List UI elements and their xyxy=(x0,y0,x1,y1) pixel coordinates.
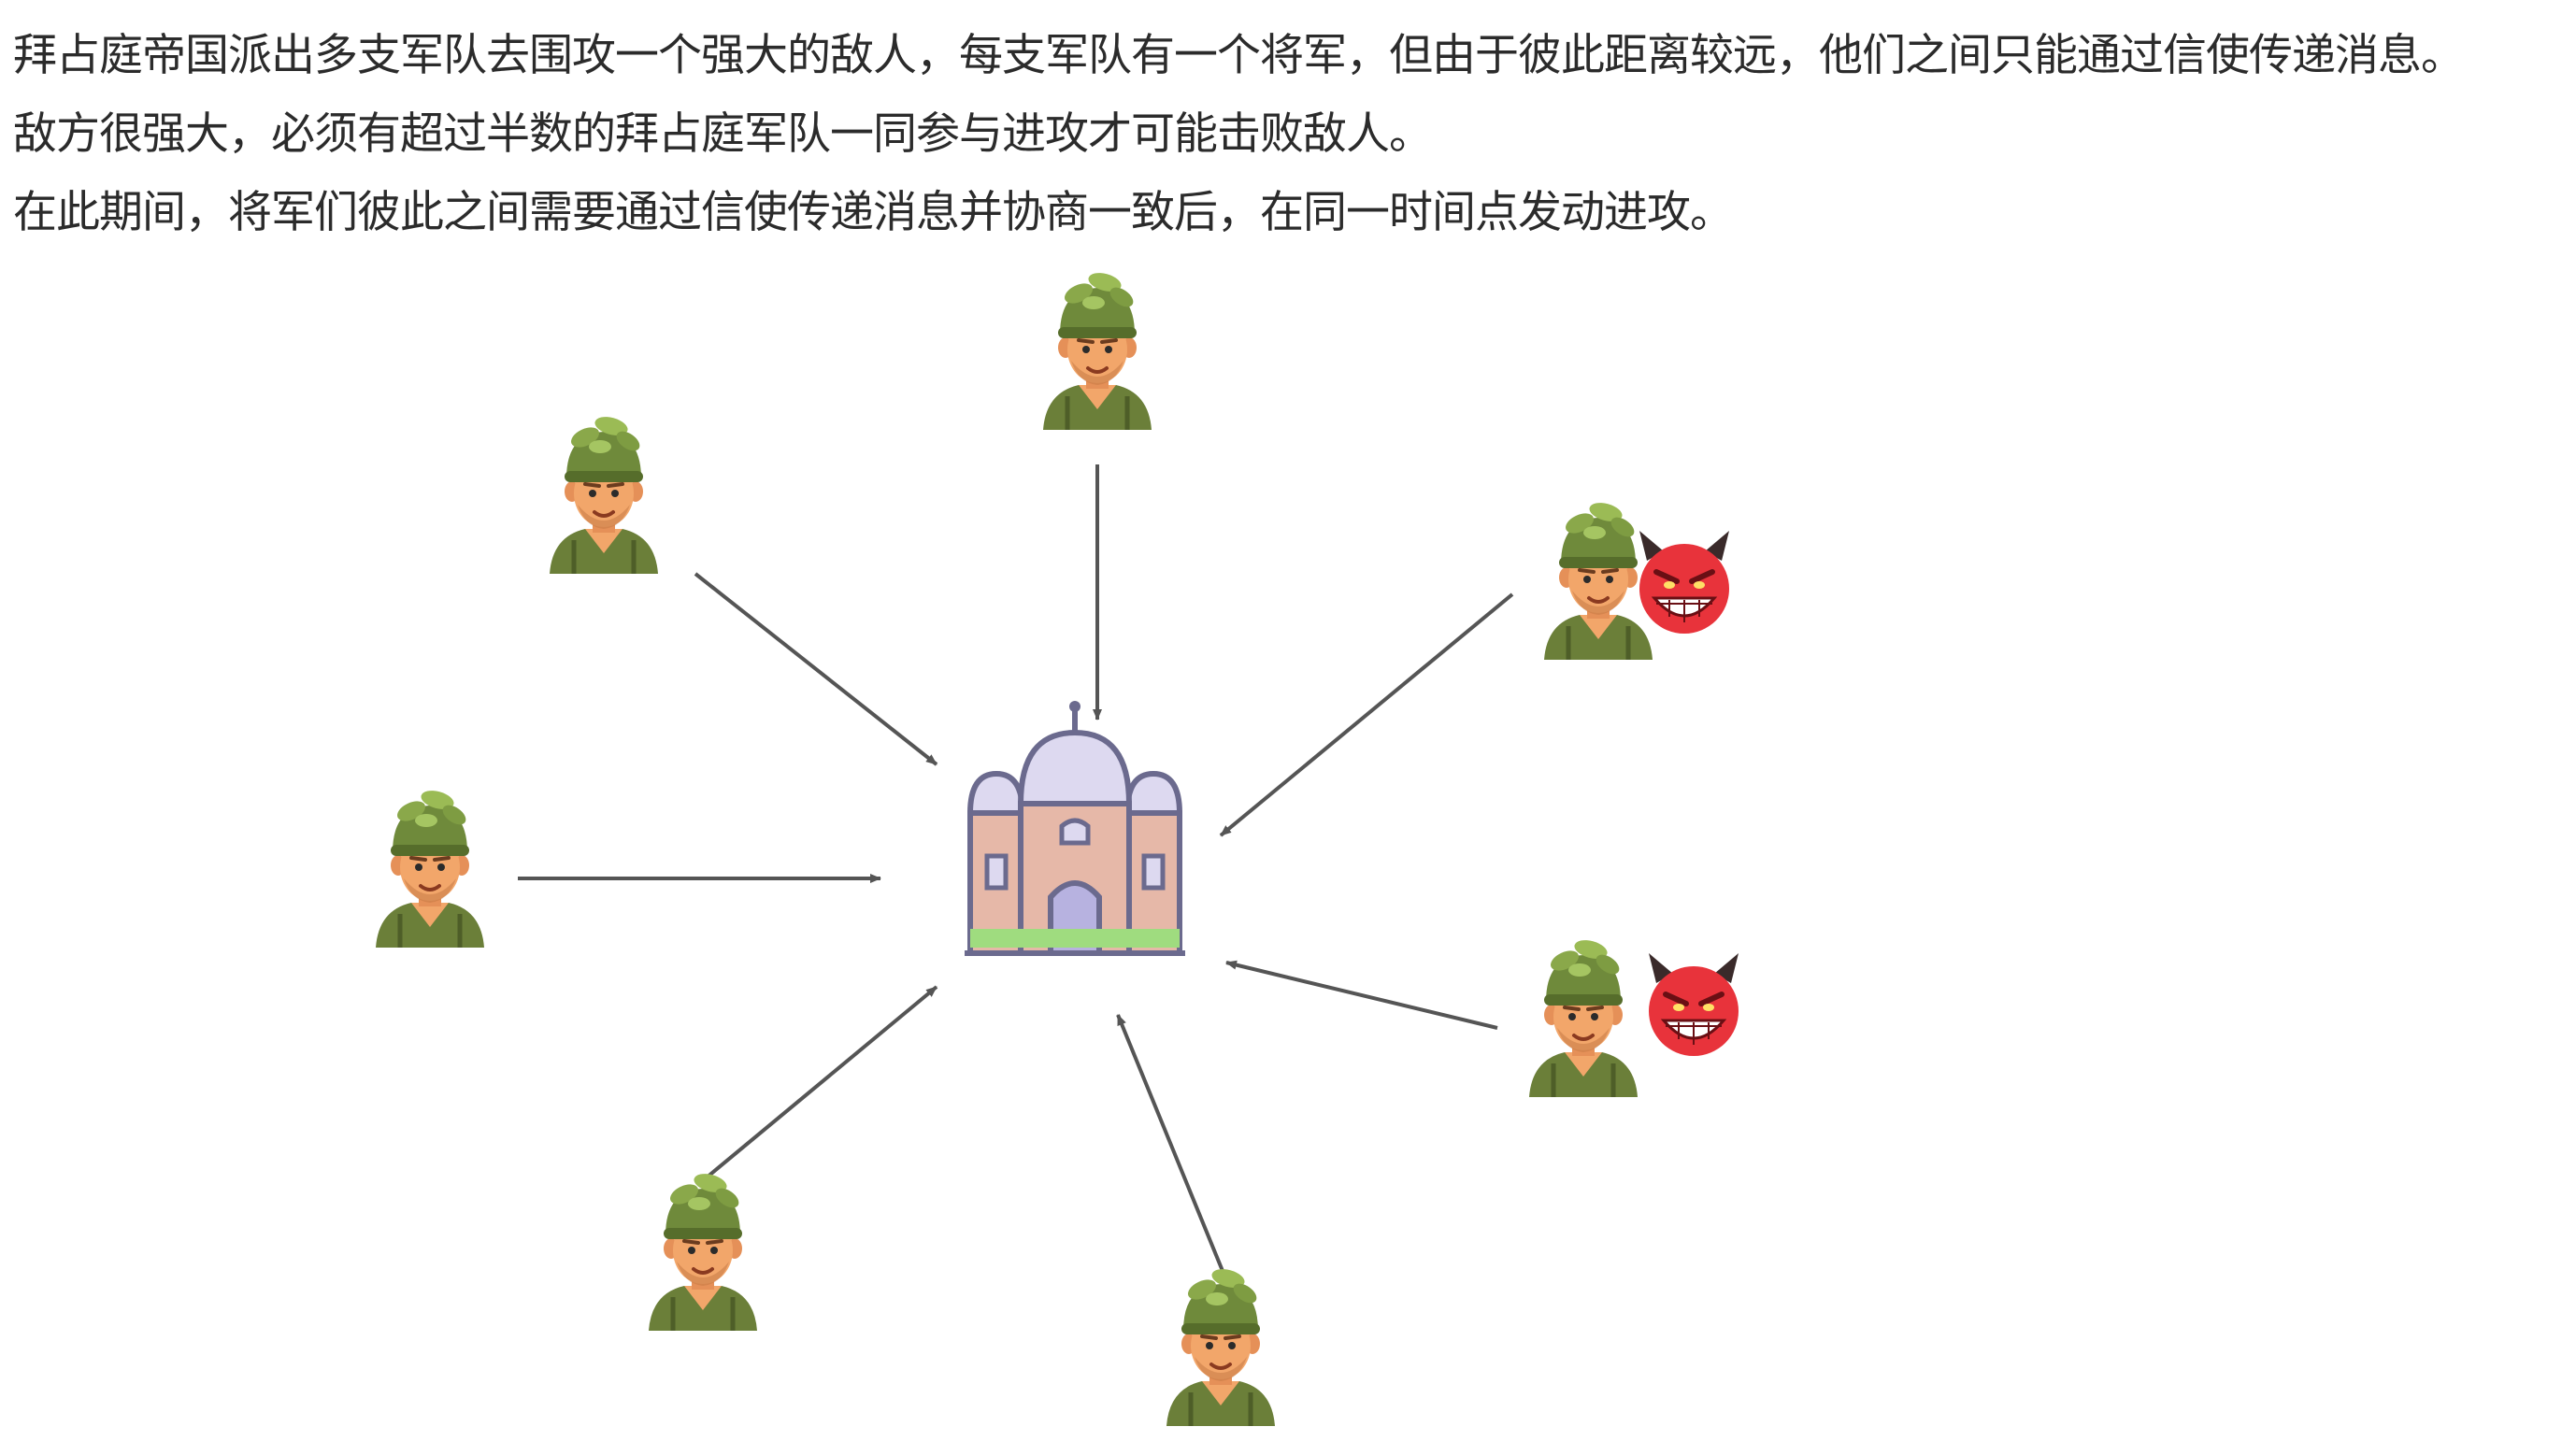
general-bottom xyxy=(1166,1266,1275,1426)
arrow-lower-left xyxy=(705,985,938,1179)
general-lower-left xyxy=(649,1171,757,1331)
general-upper-left xyxy=(550,414,658,574)
paragraph-3: 在此期间，将军们彼此之间需要通过信使传递消息并协商一致后，在同一时间点发动进攻。 xyxy=(13,187,1734,238)
arrow-bottom xyxy=(1116,1014,1224,1272)
general-left xyxy=(376,788,484,948)
paragraph-2: 敌方很强大，必须有超过半数的拜占庭军队一同参与进攻才可能击败敌人。 xyxy=(13,108,1433,160)
devil-face-icon xyxy=(1649,953,1739,1056)
message-arrows xyxy=(518,464,1514,1272)
paragraph-1: 拜占庭帝国派出多支军队去围攻一个强大的敌人，每支军队有一个将军，但由于彼此距离较… xyxy=(13,30,2465,81)
castle-icon xyxy=(965,701,1185,956)
devil-face-icon xyxy=(1639,531,1729,634)
arrow-lower-right xyxy=(1225,960,1498,1030)
general-lower-right-traitor xyxy=(1529,937,1638,1097)
arrow-upper-left xyxy=(694,572,938,766)
description-text: 拜占庭帝国派出多支军队去围攻一个强大的敌人，每支军队有一个将军，但由于彼此距离较… xyxy=(13,17,2565,252)
general-top xyxy=(1043,270,1152,430)
general-upper-right-traitor xyxy=(1544,500,1653,660)
arrow-upper-right xyxy=(1219,592,1514,837)
